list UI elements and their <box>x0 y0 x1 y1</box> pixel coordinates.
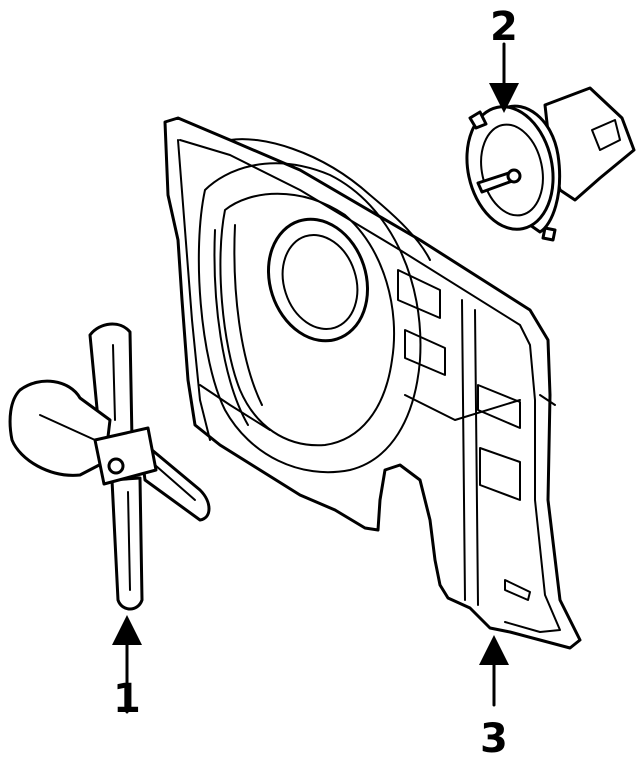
fan-shroud[interactable] <box>163 116 582 650</box>
callout-3-number: 3 <box>480 716 508 762</box>
motor-mount-tab-bottom <box>541 226 557 242</box>
shroud-brace-2 <box>404 394 521 421</box>
shroud-brace-1 <box>199 384 271 431</box>
motor-mount-tab-top <box>468 110 488 130</box>
motor-opening-outer <box>266 217 370 343</box>
fan-blade-right-slot <box>154 464 196 501</box>
callout-2: 2 <box>489 4 519 113</box>
callout-1-number: 1 <box>113 676 141 722</box>
fan-housing-ring-b <box>233 224 263 406</box>
shroud-slot-4 <box>479 447 521 501</box>
fan-housing-inner <box>219 192 396 447</box>
shroud-slot-3 <box>477 384 521 429</box>
fan-blade-left-slot <box>39 414 96 441</box>
shroud-slot-1 <box>397 269 441 319</box>
shroud-rib-2 <box>474 309 479 606</box>
shroud-slot-2 <box>404 329 446 376</box>
callout-1: 1 <box>112 615 142 722</box>
fan-blade-right <box>138 438 211 522</box>
fan-blade-left <box>8 379 112 477</box>
shroud-brace-3 <box>539 394 556 406</box>
motor-connector-detail <box>591 119 621 151</box>
fan-housing-ring-a <box>213 229 249 426</box>
shroud-top-lip <box>229 138 431 261</box>
motor-shaft-hub <box>506 168 522 184</box>
shroud-bottom-tab <box>504 579 531 601</box>
shroud-rib-1 <box>461 299 466 601</box>
fan-housing-outer <box>197 162 422 474</box>
fan-blade[interactable] <box>8 322 211 611</box>
fan-blade-bottom <box>110 476 144 611</box>
fan-blade-bottom-slot <box>127 491 131 591</box>
motor-opening-inner <box>281 234 359 330</box>
shroud-inner-rim <box>179 139 561 633</box>
motor-flange-inner <box>480 123 544 217</box>
fan-motor[interactable] <box>456 86 636 242</box>
callout-3: 3 <box>479 635 509 762</box>
fan-blade-hub-hole <box>107 457 125 475</box>
fan-blade-top-slot <box>112 344 116 421</box>
callout-2-number: 2 <box>490 4 518 50</box>
shroud-left-edge <box>177 139 211 441</box>
